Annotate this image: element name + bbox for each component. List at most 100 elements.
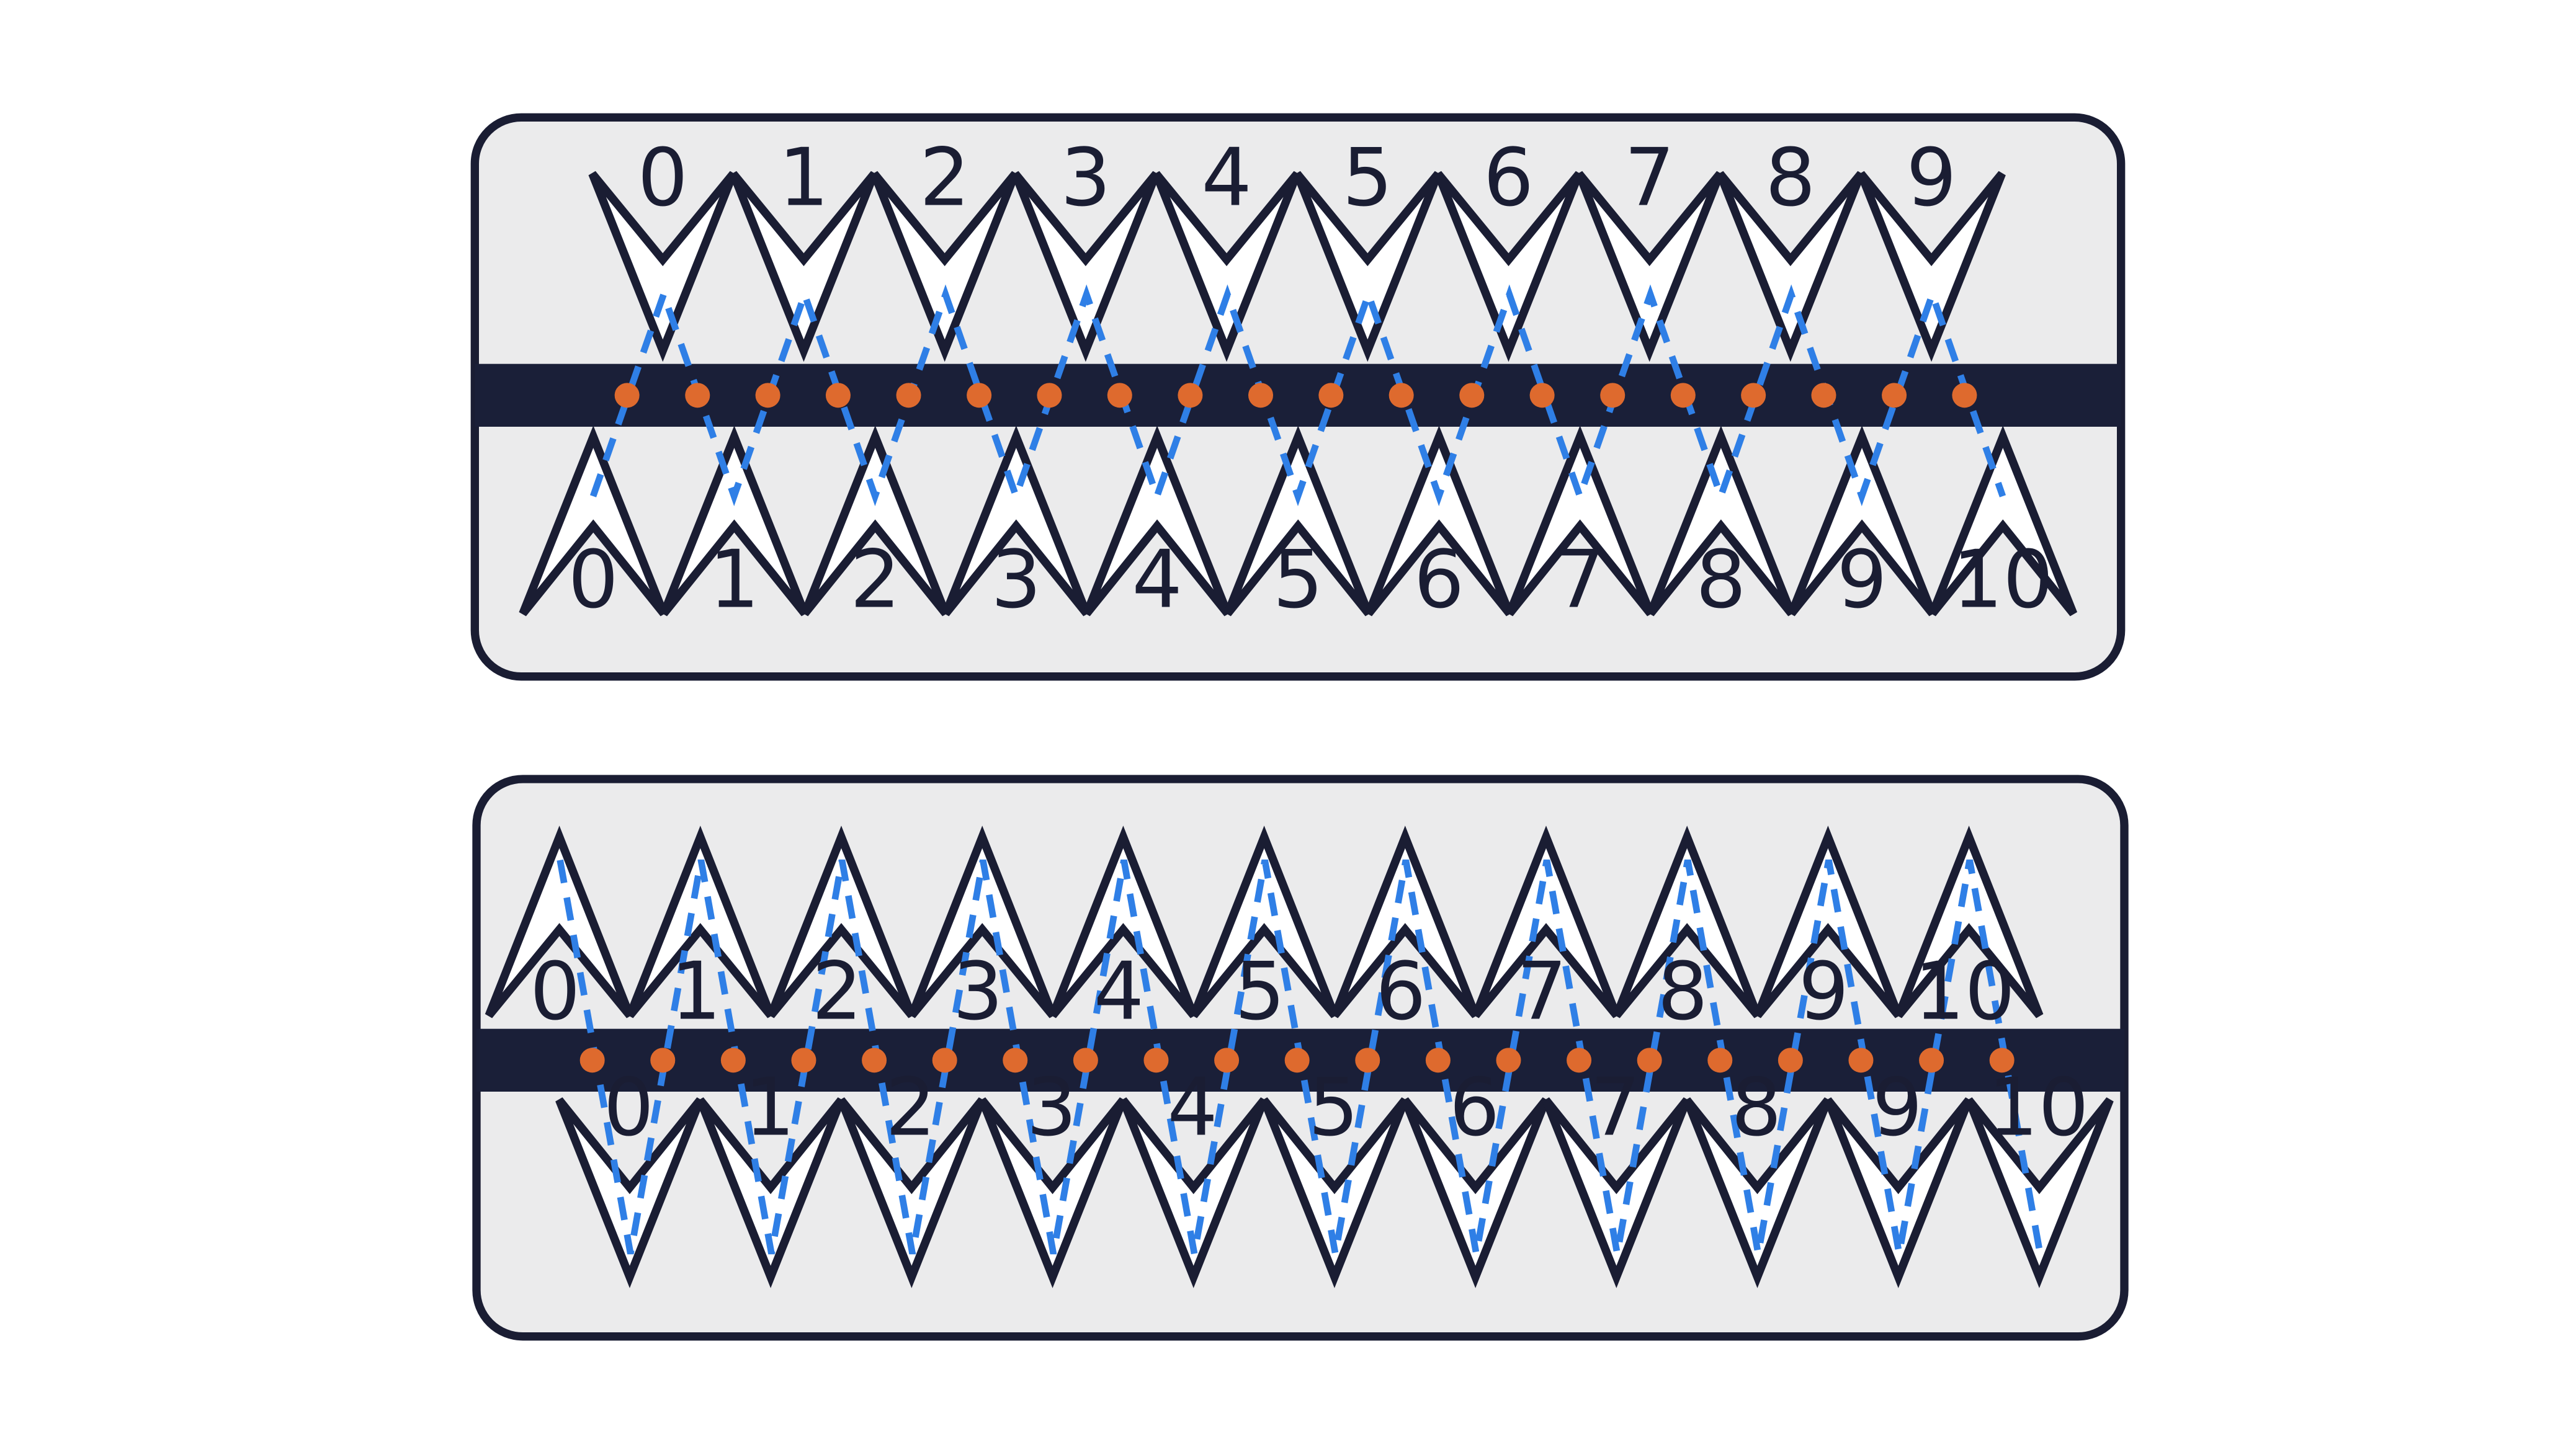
upper-panel-dashed-path xyxy=(589,284,2006,507)
lower-panel-dots xyxy=(579,1048,2015,1073)
upper-panel-bottom-tooth-label: 5 xyxy=(1273,534,1323,626)
lower-panel-top-tooth xyxy=(1894,826,2044,1018)
lower-panel-bottom-tooth-label: 7 xyxy=(1590,1061,1640,1154)
lower-panel-top-tooth-label: 7 xyxy=(1516,946,1567,1038)
upper-panel-bottom-tooth-label: 0 xyxy=(568,534,619,626)
upper-panel-top-tooth-label: 3 xyxy=(1060,132,1111,225)
lower-panel-bottom-teeth xyxy=(555,1097,2114,1288)
upper-panel-top-tooth-label: 7 xyxy=(1624,132,1675,225)
upper-panel-dot xyxy=(614,383,640,408)
lower-panel-top-tooth-label: 1 xyxy=(671,946,721,1038)
upper-panel-dots xyxy=(614,383,1977,408)
lower-panel-bottom-tooth-label: 4 xyxy=(1167,1061,1217,1154)
upper-panel-bottom-tooth-label: 4 xyxy=(1132,534,1182,626)
upper-panel-bottom-teeth xyxy=(519,425,2078,617)
upper-panel-dot xyxy=(1811,383,1836,408)
lower-panel-bottom-tooth-label: 3 xyxy=(1026,1061,1076,1154)
upper-panel-dot xyxy=(1741,383,1766,408)
lower-panel-top-tooth-label: 10 xyxy=(1914,946,2015,1038)
upper-panel-bottom-tooth-label: 8 xyxy=(1696,534,1746,626)
lower-panel-dot xyxy=(862,1048,887,1073)
lower-panel-top-tooth-label: 2 xyxy=(812,946,862,1038)
upper-panel-top-teeth xyxy=(588,171,2006,362)
upper-panel-dot xyxy=(1389,383,1414,408)
upper-panel-top-tooth-label: 6 xyxy=(1483,132,1534,225)
lower-panel-dot xyxy=(1707,1048,1733,1073)
upper-panel-bottom-tooth-label: 3 xyxy=(991,534,1041,626)
lower-panel-top-tooth-label: 3 xyxy=(953,946,1003,1038)
lower-panel-dot xyxy=(791,1048,816,1073)
lower-panel-top-tooth-label: 0 xyxy=(530,946,580,1038)
upper-panel-dot xyxy=(1178,383,1203,408)
lower-panel-dot xyxy=(720,1048,746,1073)
upper-panel-bottom-tooth xyxy=(1928,425,2078,617)
upper-panel-dot xyxy=(1529,383,1555,408)
upper-panel-dot xyxy=(1600,383,1626,408)
lower-panel-dot xyxy=(1073,1048,1098,1073)
upper-panel-top-tooth-label: 4 xyxy=(1201,132,1251,225)
lower-panel-dot xyxy=(1919,1048,1944,1073)
lower-panel-dot xyxy=(579,1048,605,1073)
lower-panel-dot xyxy=(1003,1048,1028,1073)
lower-panel-bottom-tooth-label: 0 xyxy=(604,1061,654,1154)
upper-panel-dot xyxy=(755,383,780,408)
lower-panel-top-tooth-label: 6 xyxy=(1375,946,1426,1038)
lower-panel-bottom-tooth-label: 8 xyxy=(1731,1061,1781,1154)
upper-panel-bottom-tooth-label: 1 xyxy=(709,534,759,626)
lower-panel-dot xyxy=(1848,1048,1874,1073)
lower-panel-bottom-tooth-label: 1 xyxy=(745,1061,795,1154)
upper-panel-top-tooth-label: 5 xyxy=(1343,132,1393,225)
upper-panel-dot xyxy=(1318,383,1344,408)
lower-panel-bottom-tooth xyxy=(1965,1097,2114,1288)
upper-panel-bottom-tooth-label: 10 xyxy=(1952,534,2054,626)
upper-panel-bottom-tooth-label: 9 xyxy=(1836,534,1887,626)
upper-panel-dot xyxy=(1952,383,1977,408)
upper-panel-dot xyxy=(1882,383,1907,408)
lower-panel-dot xyxy=(1214,1048,1240,1073)
upper-panel-dot xyxy=(896,383,921,408)
upper-panel-top-tooth-label: 2 xyxy=(919,132,970,225)
lower-panel-bottom-tooth-label: 9 xyxy=(1872,1061,1922,1154)
upper-panel-dot xyxy=(1037,383,1062,408)
lower-panel-dot xyxy=(1143,1048,1169,1073)
lower-panel-dot xyxy=(650,1048,676,1073)
upper-panel-bottom-tooth-label: 6 xyxy=(1414,534,1464,626)
upper-panel-bottom-tooth-label: 2 xyxy=(850,534,900,626)
lower-panel-dot xyxy=(1425,1048,1451,1073)
lower-panel-dot xyxy=(1567,1048,1592,1073)
lower-panel-top-tooth-label: 8 xyxy=(1658,946,1708,1038)
upper-panel-center-band xyxy=(475,363,2121,427)
upper-panel-top-tooth-label: 1 xyxy=(779,132,829,225)
lower-panel-bottom-tooth-label: 5 xyxy=(1308,1061,1359,1154)
upper-panel-top-tooth-label: 0 xyxy=(638,132,688,225)
lower-panel-dot xyxy=(1496,1048,1521,1073)
upper-panel-dot xyxy=(685,383,710,408)
lower-panel-dot xyxy=(1637,1048,1662,1073)
lower-panel-top-tooth-label: 4 xyxy=(1094,946,1144,1038)
upper-panel-dot xyxy=(1459,383,1485,408)
upper-panel-dot xyxy=(1248,383,1273,408)
lower-panel-bottom-tooth-label: 2 xyxy=(885,1061,936,1154)
lower-panel-dot xyxy=(1778,1048,1803,1073)
lower-panel-bottom-tooth-label: 6 xyxy=(1449,1061,1500,1154)
lower-panel-top-teeth xyxy=(485,826,2044,1018)
lower-panel-dot xyxy=(1355,1048,1380,1073)
upper-panel-dot xyxy=(1670,383,1696,408)
upper-panel-dot xyxy=(1107,383,1132,408)
upper-panel-dot xyxy=(825,383,851,408)
lower-panel-dot xyxy=(932,1048,957,1073)
lower-panel-dot xyxy=(1989,1048,2015,1073)
lower-panel-top-tooth-label: 5 xyxy=(1235,946,1285,1038)
lower-panel-bottom-tooth-label: 10 xyxy=(1988,1061,2089,1154)
lower-panel-top-tooth-label: 9 xyxy=(1799,946,1849,1038)
upper-panel-top-tooth xyxy=(1857,171,2006,362)
upper-panel-bottom-tooth-label: 7 xyxy=(1555,534,1605,626)
lower-panel-dot xyxy=(1284,1048,1310,1073)
